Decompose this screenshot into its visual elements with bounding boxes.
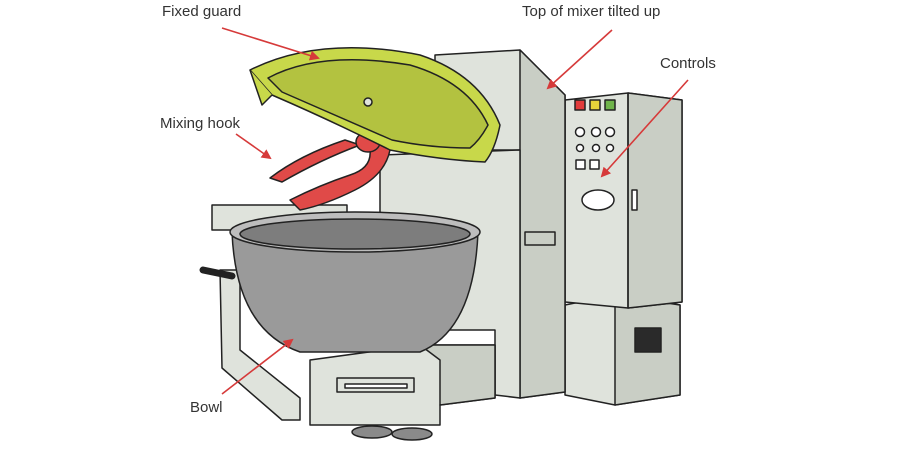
dial-icon — [605, 143, 615, 153]
arrow-top-tilted — [546, 29, 613, 90]
yellow-button-icon — [589, 99, 601, 111]
switch-icon — [575, 159, 586, 170]
dial-icon — [591, 143, 601, 153]
red-button-icon — [574, 99, 586, 111]
callout-arrows — [221, 27, 689, 395]
bowl-handle — [199, 266, 236, 280]
arrow-bowl — [221, 338, 294, 395]
arrow-controls — [600, 79, 689, 178]
label-controls: Controls — [660, 55, 716, 72]
label-bowl: Bowl — [190, 399, 223, 416]
vent-slot — [634, 327, 662, 353]
fixed-guard — [249, 46, 501, 163]
label-fixed-guard: Fixed guard — [162, 3, 241, 20]
control-panel — [574, 99, 638, 211]
dial-icon — [604, 126, 616, 138]
label-top-tilted: Top of mixer tilted up — [522, 3, 660, 20]
dial-icon — [590, 126, 602, 138]
dial-icon — [574, 126, 586, 138]
handle-icon — [631, 189, 638, 211]
display-window — [581, 189, 615, 211]
arrow-mixing-hook — [235, 133, 272, 160]
green-button-icon — [604, 99, 616, 111]
controls-cabinet — [564, 92, 683, 406]
bowl — [199, 211, 481, 353]
arrow-fixed-guard — [221, 27, 320, 61]
switch-icon — [589, 159, 600, 170]
label-mixing-hook: Mixing hook — [160, 115, 241, 132]
dial-icon — [575, 143, 585, 153]
